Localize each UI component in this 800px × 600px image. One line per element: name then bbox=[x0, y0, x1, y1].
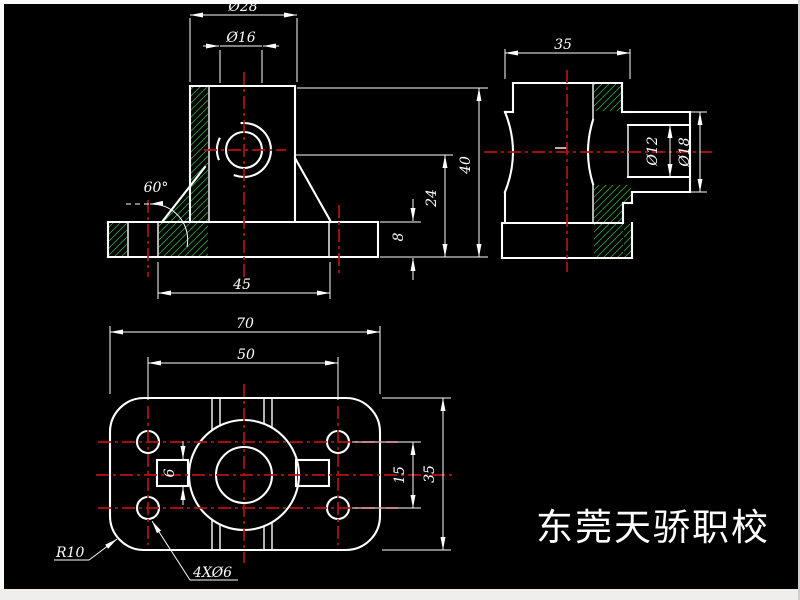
frame-left bbox=[0, 0, 4, 600]
dim-phi18: Ø18 bbox=[677, 111, 707, 193]
watermark-text: 东莞天骄职校 bbox=[536, 507, 770, 549]
frame-top bbox=[0, 0, 800, 4]
dim-angle-60: 60° bbox=[126, 180, 189, 248]
dim-6: 6 bbox=[162, 441, 186, 505]
dim-phi12-label: Ø12 bbox=[645, 136, 661, 166]
top-view: 70 50 6 15 35 R10 bbox=[54, 316, 452, 581]
dim-phi28-label: Ø28 bbox=[227, 0, 257, 15]
dim-50-label: 50 bbox=[237, 347, 255, 363]
dim-phi18-label: Ø18 bbox=[677, 137, 693, 167]
dim-24-label: 24 bbox=[424, 189, 440, 208]
front-outline bbox=[106, 84, 380, 259]
dim-40: 40 bbox=[297, 87, 488, 258]
dim-15: 15 bbox=[352, 441, 421, 509]
dim-70-label: 70 bbox=[236, 316, 254, 332]
dim-phi16: Ø16 bbox=[203, 30, 279, 83]
dim-8-label: 8 bbox=[391, 232, 407, 241]
dim-r10: R10 bbox=[54, 538, 118, 561]
dim-6-label: 6 bbox=[162, 468, 178, 477]
dim-r10-label: R10 bbox=[55, 545, 84, 561]
dim-70: 70 bbox=[109, 316, 381, 394]
dim-phi16-label: Ø16 bbox=[225, 30, 255, 46]
dim-4x-phi6-label: 4XØ6 bbox=[192, 565, 232, 581]
side-view: 35 Ø12 Ø18 bbox=[484, 37, 712, 272]
front-centerlines bbox=[147, 72, 340, 287]
dim-side-35: 35 bbox=[504, 37, 631, 79]
dim-24: 24 bbox=[295, 154, 453, 257]
dim-phi28: Ø28 bbox=[189, 0, 298, 82]
front-view: Ø28 Ø16 60° 45 40 bbox=[106, 0, 488, 299]
top-centerlines bbox=[96, 384, 452, 563]
dim-top-35: 35 bbox=[382, 397, 451, 551]
dim-40-label: 40 bbox=[458, 156, 474, 175]
dim-top-35-label: 35 bbox=[422, 465, 438, 483]
frame-bottom bbox=[0, 589, 800, 600]
dim-4x-phi6: 4XØ6 bbox=[151, 520, 238, 581]
dim-50: 50 bbox=[147, 347, 339, 400]
dim-15-label: 15 bbox=[392, 466, 408, 484]
side-centerlines bbox=[484, 70, 712, 272]
frame-right bbox=[798, 0, 800, 600]
dim-phi12: Ø12 bbox=[645, 125, 673, 177]
dim-angle-60-label: 60° bbox=[144, 180, 169, 196]
dim-45: 45 bbox=[157, 262, 331, 299]
dim-side-35-label: 35 bbox=[554, 37, 572, 53]
dim-8: 8 bbox=[380, 199, 421, 280]
dim-45-label: 45 bbox=[232, 277, 251, 293]
